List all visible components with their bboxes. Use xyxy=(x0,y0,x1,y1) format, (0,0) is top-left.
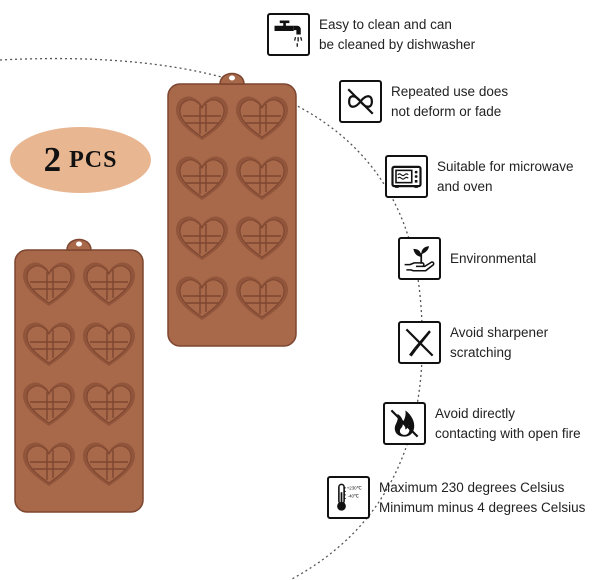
microwave-icon xyxy=(385,155,428,198)
quantity-number: 2 xyxy=(43,140,62,179)
silicone-mold-back xyxy=(167,72,297,347)
feature-sharpener-text: Avoid sharpener scratching xyxy=(450,323,548,363)
knife-icon xyxy=(398,321,441,364)
feature-line: Repeated use does xyxy=(391,83,509,99)
feature-repeated-use-text: Repeated use does not deform or fade xyxy=(391,82,508,122)
feature-line: Avoid sharpener xyxy=(450,324,549,340)
feature-open-fire: Avoid directly contacting with open fire xyxy=(383,402,581,445)
feature-open-fire-text: Avoid directly contacting with open fire xyxy=(435,404,581,444)
feature-line: contacting with open fire xyxy=(435,425,581,441)
feature-line: not deform or fade xyxy=(391,103,502,119)
faucet-icon xyxy=(267,13,310,56)
quantity-unit: PCS xyxy=(69,146,118,173)
infinity-icon xyxy=(339,80,382,123)
thermometer-icon: +230℃ -40℃ xyxy=(327,476,370,519)
feature-environmental-text: Environmental xyxy=(450,249,536,269)
feature-microwave-text: Suitable for microwave and oven xyxy=(437,157,574,197)
feature-environmental: Environmental xyxy=(398,237,536,280)
feature-microwave: Suitable for microwave and oven xyxy=(385,155,574,198)
heart-cavity xyxy=(23,382,75,426)
heart-cavity xyxy=(176,156,228,200)
feature-line: be cleaned by dishwasher xyxy=(319,36,476,52)
feature-line: Suitable for microwave xyxy=(437,158,574,174)
heart-cavity xyxy=(236,216,288,260)
feature-temperature: +230℃ -40℃ Maximum 230 degrees Celsius M… xyxy=(327,476,585,519)
feature-line: Avoid directly xyxy=(435,405,516,421)
quantity-badge: 2 PCS xyxy=(10,127,151,193)
plant-hand-icon xyxy=(398,237,441,280)
feature-temperature-text: Maximum 230 degrees Celsius Minimum minu… xyxy=(379,478,585,518)
feature-dishwasher-text: Easy to clean and can be cleaned by dish… xyxy=(319,15,475,55)
feature-line: scratching xyxy=(450,344,512,360)
heart-cavity xyxy=(236,276,288,320)
heart-cavity xyxy=(83,442,135,486)
fire-icon xyxy=(383,402,426,445)
heart-cavity xyxy=(83,262,135,306)
feature-sharpener: Avoid sharpener scratching xyxy=(398,321,548,364)
max-temp-label: +230℃ xyxy=(347,486,362,491)
min-temp-label: -40℃ xyxy=(348,494,359,499)
heart-cavity xyxy=(176,96,228,140)
heart-cavity xyxy=(176,216,228,260)
feature-line: Minimum minus 4 degrees Celsius xyxy=(379,499,586,515)
feature-line: and oven xyxy=(437,178,493,194)
heart-cavity xyxy=(236,156,288,200)
feature-line: Maximum 230 degrees Celsius xyxy=(379,479,565,495)
feature-dishwasher: Easy to clean and can be cleaned by dish… xyxy=(267,13,475,56)
heart-cavity xyxy=(23,262,75,306)
heart-cavity xyxy=(236,96,288,140)
silicone-mold-front xyxy=(14,238,144,513)
heart-cavity xyxy=(83,382,135,426)
feature-line: Easy to clean and can xyxy=(319,16,452,32)
feature-repeated-use: Repeated use does not deform or fade xyxy=(339,80,508,123)
heart-cavity xyxy=(23,322,75,366)
heart-cavity xyxy=(83,322,135,366)
heart-cavity xyxy=(176,276,228,320)
heart-cavity xyxy=(23,442,75,486)
feature-line: Environmental xyxy=(450,250,537,266)
